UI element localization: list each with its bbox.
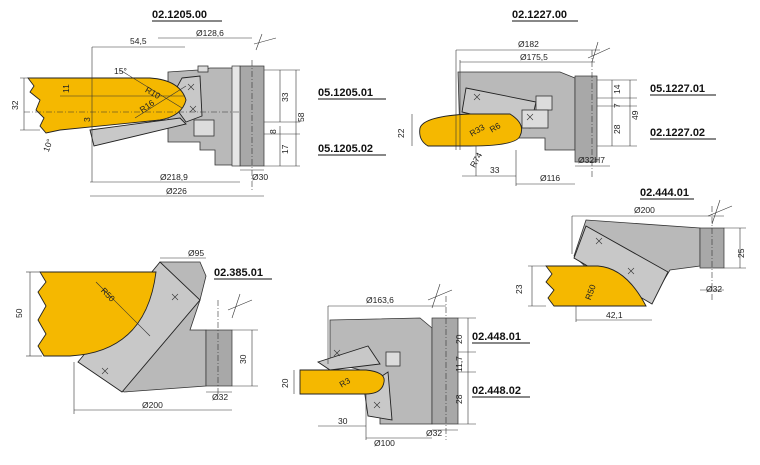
bevel-blade bbox=[89, 117, 187, 147]
dim-label: 15° bbox=[114, 66, 127, 76]
code-05-1205-01: 05.1205.01 bbox=[318, 87, 373, 99]
dim-label: 30 bbox=[338, 416, 348, 426]
code-02-448-01: 02.448.01 bbox=[472, 331, 521, 343]
dim-label: 25 bbox=[736, 248, 746, 258]
dim-label: Ø32 bbox=[706, 284, 722, 294]
dim-label: 7 bbox=[612, 103, 622, 108]
dim-label: 33 bbox=[280, 92, 290, 102]
code-02-1205-00: 02.1205.00 bbox=[152, 9, 207, 21]
code-02-385-01: 02.385.01 bbox=[214, 267, 263, 279]
dim-label: 28 bbox=[612, 124, 622, 134]
dim-label: 11 bbox=[61, 84, 71, 93]
assembly-444: 02.444.01 Ø200 25 23 R50 Ø32 42,1 bbox=[514, 187, 746, 322]
dim-label: Ø175,5 bbox=[520, 52, 548, 62]
dim-label: 28 bbox=[454, 394, 464, 404]
workpiece bbox=[545, 265, 647, 307]
dim-label: Ø182 bbox=[518, 39, 539, 49]
dim-label: Ø218,9 bbox=[160, 172, 188, 182]
blade-slot bbox=[197, 65, 209, 73]
assembly-385: 02.385.01 Ø95 50 R50 30 Ø200 Ø32 bbox=[14, 248, 272, 414]
cutter-body bbox=[167, 67, 241, 166]
dim-label: Ø32 bbox=[426, 428, 442, 438]
dim-label: Ø116 bbox=[540, 173, 560, 183]
dim-label: 54,5 bbox=[130, 36, 147, 46]
dim-label: 23 bbox=[514, 284, 524, 294]
dim-label: 33 bbox=[490, 165, 500, 175]
dim-label: Ø128,6 bbox=[196, 28, 224, 38]
workpiece bbox=[27, 77, 187, 134]
dim-label: R6 bbox=[488, 120, 503, 134]
screw-markers bbox=[101, 83, 635, 409]
clamp-block bbox=[385, 351, 401, 367]
dim-label: R74 bbox=[468, 150, 485, 169]
code-02-444-01: 02.444.01 bbox=[640, 187, 689, 199]
spindle bbox=[431, 317, 459, 425]
code-05-1227-01: 05.1227.01 bbox=[650, 83, 705, 95]
dim-label: Ø95 bbox=[188, 248, 204, 258]
wedge bbox=[521, 109, 549, 129]
dim-label: 10° bbox=[41, 138, 55, 154]
dim-label: Ø226 bbox=[166, 186, 187, 196]
dim-label: 8 bbox=[268, 129, 278, 134]
assembly-448: 02.448.01 02.448.02 Ø163,6 20 11,7 20 R3… bbox=[280, 283, 530, 448]
spindle bbox=[205, 329, 233, 387]
dim-label: 42,1 bbox=[606, 310, 623, 320]
code-02-448-02: 02.448.02 bbox=[472, 385, 521, 397]
dim-label: 50 bbox=[14, 308, 24, 318]
code-05-1205-02: 05.1205.02 bbox=[318, 143, 373, 155]
dim-label: 20 bbox=[454, 334, 464, 344]
dim-label: 11,7 bbox=[454, 356, 464, 372]
dim-label: 32 bbox=[10, 100, 20, 110]
dim-label: Ø32 bbox=[212, 392, 228, 402]
clamp-block bbox=[535, 95, 553, 111]
dim-label: Ø32H7 bbox=[578, 155, 605, 165]
clamp-block bbox=[193, 119, 215, 137]
dim-label: 14 bbox=[612, 84, 622, 94]
profile-blade bbox=[573, 225, 669, 305]
dim-label: Ø200 bbox=[634, 205, 655, 215]
dim-label: Ø100 bbox=[374, 438, 395, 448]
assembly-1227: 02.1227.00 05.1227.01 02.1227.02 Ø182 Ø1… bbox=[396, 9, 716, 186]
dim-label: 20 bbox=[280, 378, 290, 388]
workpiece bbox=[419, 113, 523, 147]
dim-label: R3 bbox=[338, 375, 353, 389]
dim-label: 49 bbox=[630, 110, 640, 120]
code-02-1227-00: 02.1227.00 bbox=[512, 9, 567, 21]
workpiece bbox=[37, 271, 157, 357]
spindle-collar bbox=[231, 65, 241, 167]
code-02-1227-02: 02.1227.02 bbox=[650, 127, 705, 139]
dim-label: Ø200 bbox=[142, 400, 163, 410]
dim-label: 58 bbox=[296, 112, 306, 122]
dim-label: Ø163,6 bbox=[366, 295, 394, 305]
assembly-1205: 02.1205.00 05.1205.01 05.1205.02 54,5 Ø1… bbox=[10, 9, 386, 197]
dim-label: Ø30 bbox=[252, 172, 268, 182]
spindle bbox=[574, 75, 598, 163]
dim-label: 3 bbox=[82, 117, 92, 122]
dim-label: 17 bbox=[280, 144, 290, 154]
top-blade bbox=[316, 345, 381, 371]
dim-label: 22 bbox=[396, 128, 406, 138]
dim-label: 30 bbox=[238, 354, 248, 364]
workpiece bbox=[299, 369, 385, 395]
